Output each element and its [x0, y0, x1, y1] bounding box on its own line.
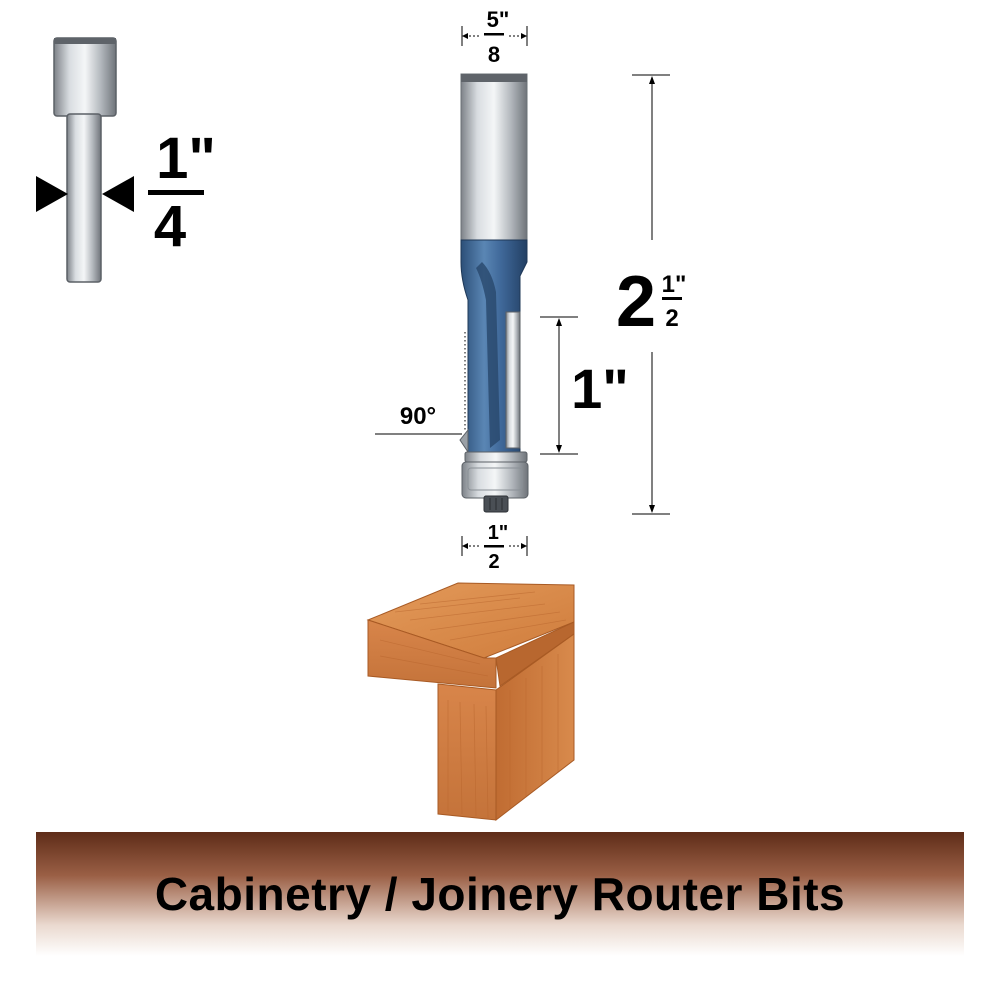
shank-diameter-arrows	[36, 176, 134, 212]
router-bit-illustration	[459, 73, 529, 513]
overall-length-whole: 2	[616, 262, 656, 342]
bearing-width-dimension	[461, 536, 528, 556]
top-width-denominator: 8	[488, 42, 500, 67]
overall-length-dimension	[632, 74, 682, 515]
bearing-width-denominator: 2	[488, 551, 499, 573]
shank-numerator: 1"	[156, 126, 216, 191]
banner: Cabinetry / Joinery Router Bits	[36, 832, 964, 956]
angle-indicator	[375, 332, 466, 435]
banner-background	[36, 832, 964, 956]
shank-icon	[53, 37, 117, 283]
cut-length-dimension	[540, 316, 578, 455]
top-width-numerator: 5"	[487, 7, 510, 32]
overall-length-denominator: 2	[665, 305, 678, 332]
shank-fraction-bar	[148, 190, 204, 195]
wood-profile-illustration	[366, 582, 575, 822]
angle-label: 90°	[400, 403, 436, 430]
banner-title: Cabinetry / Joinery Router Bits	[154, 868, 846, 920]
overall-length-numerator: 1"	[662, 271, 687, 298]
bearing-width-numerator: 1"	[488, 522, 509, 544]
cut-length-label: 1"	[571, 357, 629, 420]
shank-denominator: 4	[154, 194, 186, 259]
cut-length-label-bg	[560, 360, 634, 418]
top-width-dimension	[461, 26, 528, 46]
